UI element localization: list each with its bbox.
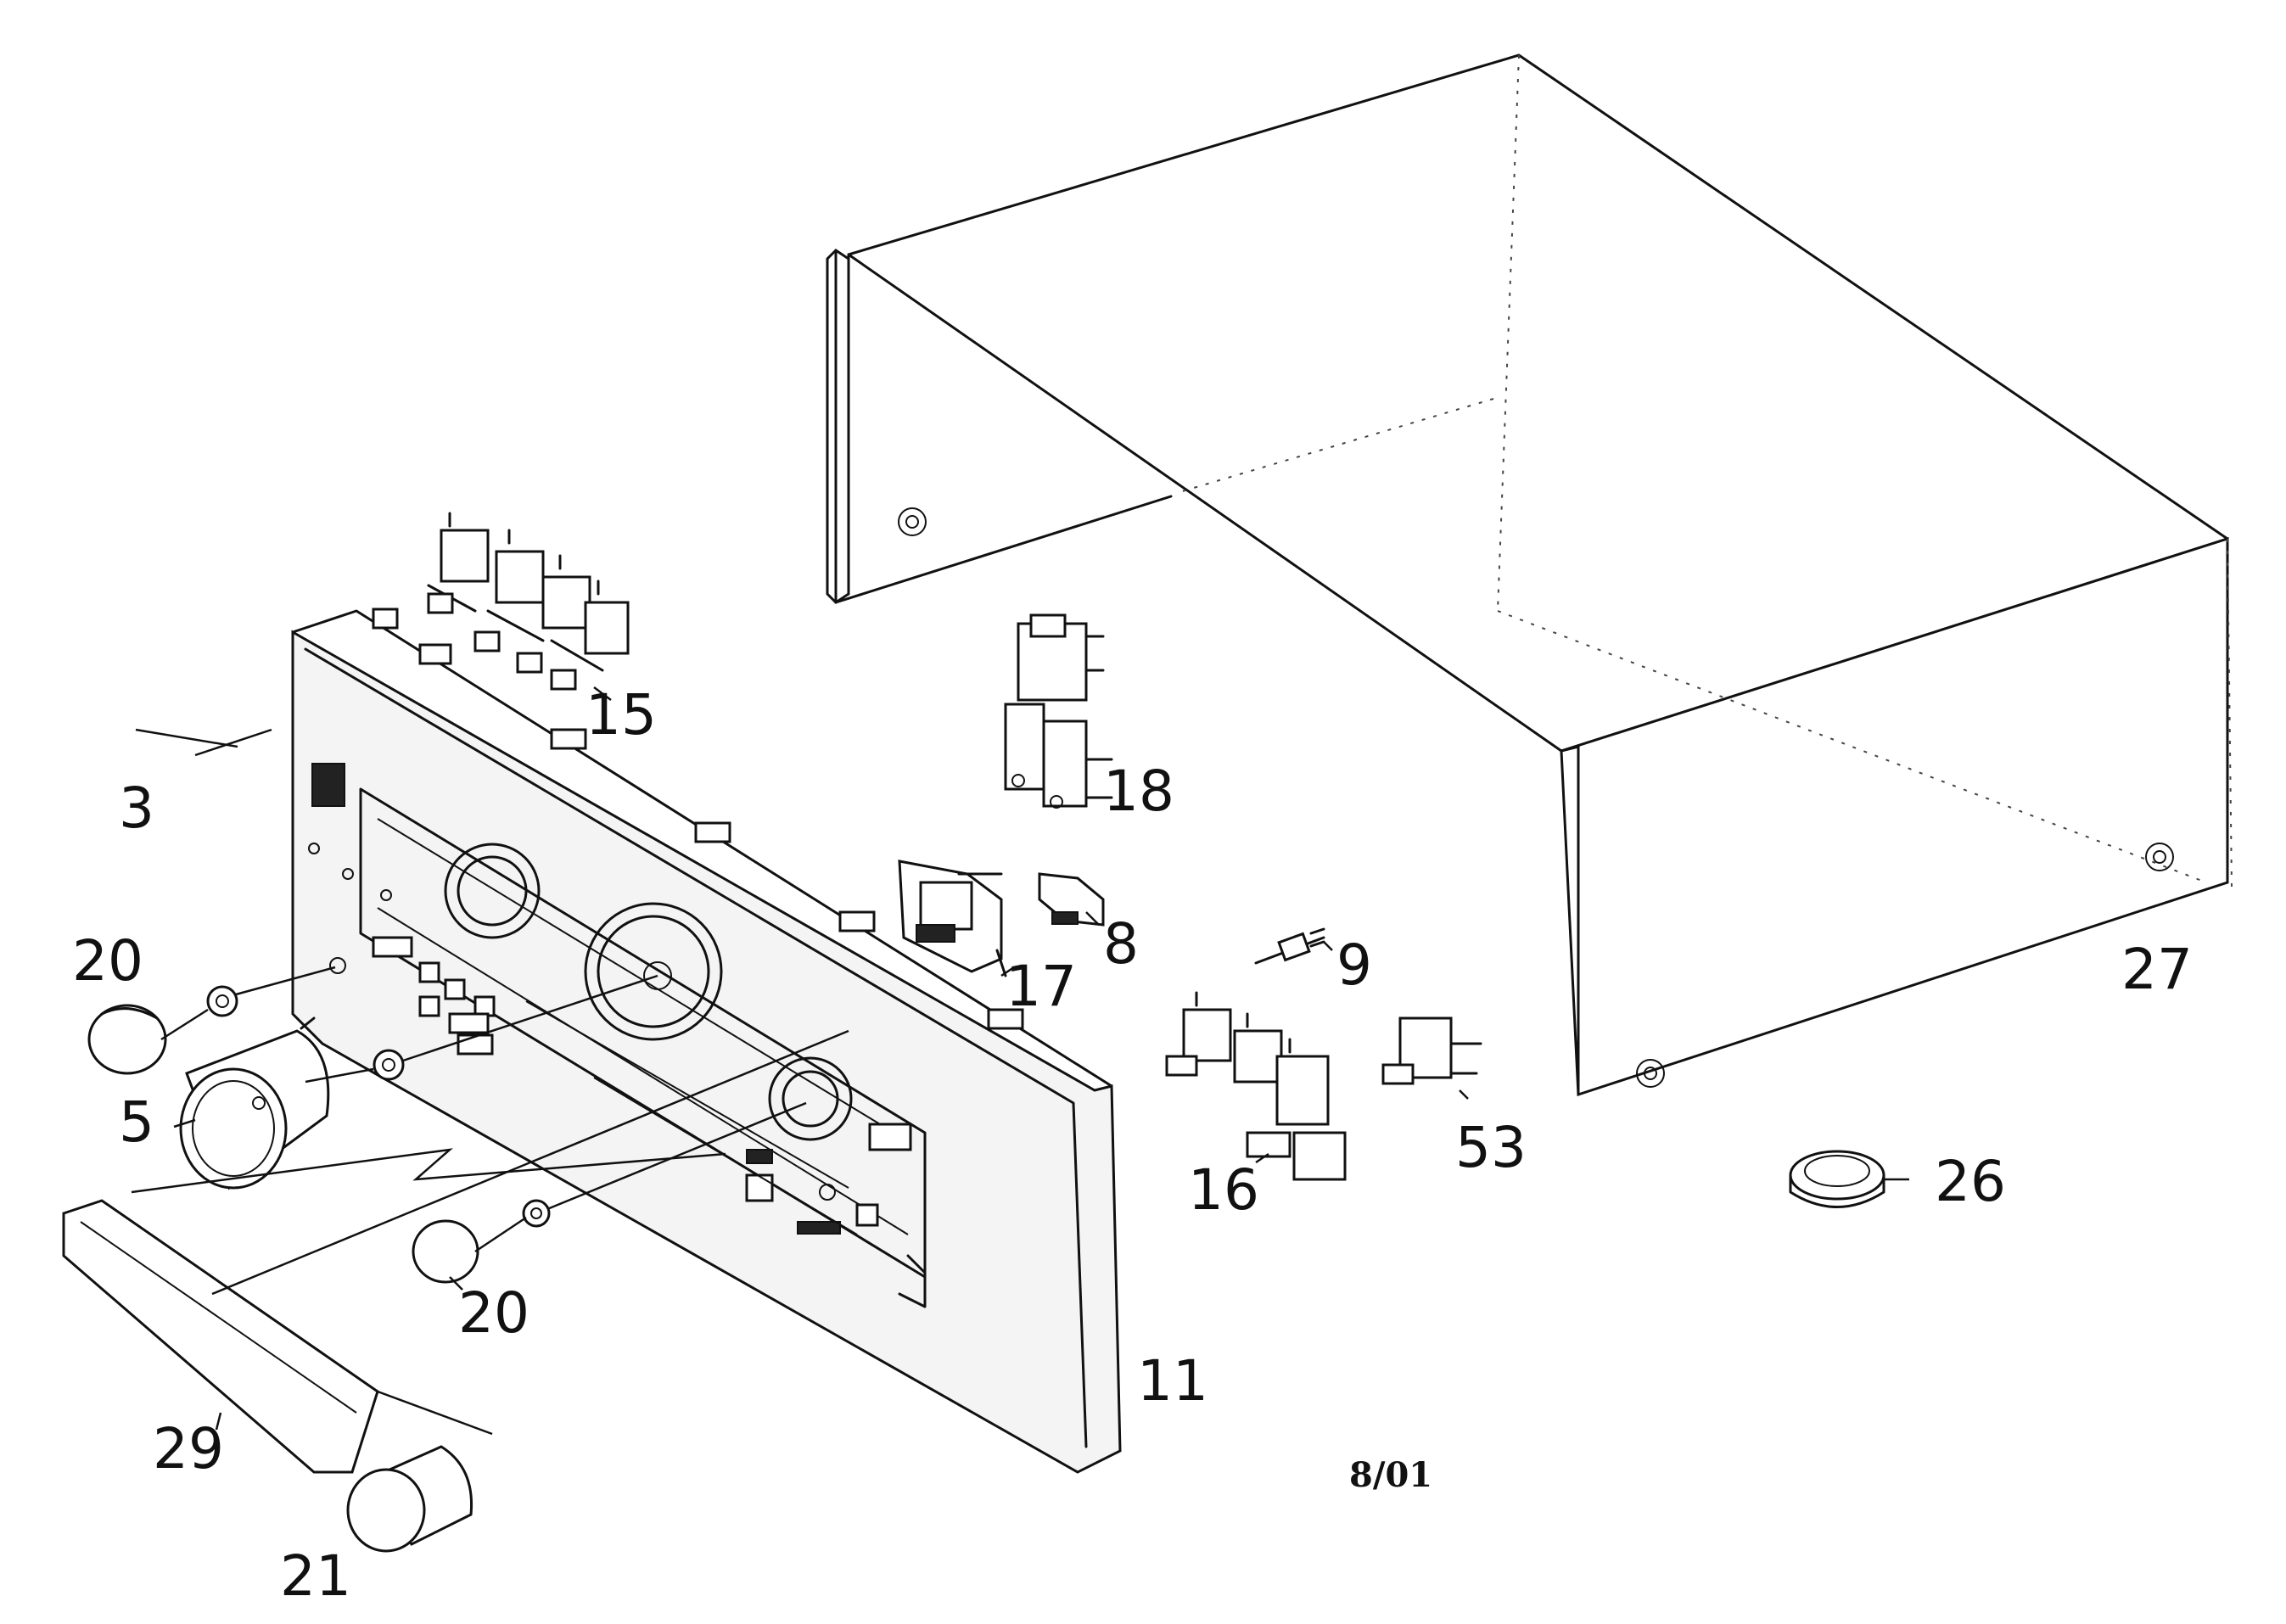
label-part-53: 53 [1455, 1115, 1527, 1180]
front-panel [291, 608, 1122, 1474]
switch-53 [1381, 1016, 1482, 1085]
label-part-20-lower: 20 [458, 1280, 529, 1346]
nut-lower [522, 1199, 551, 1228]
label-part-26: 26 [1935, 1149, 2006, 1214]
switch-assembly-16 [1165, 991, 1347, 1181]
label-part-27: 27 [2121, 937, 2193, 1002]
label-part-15: 15 [586, 682, 657, 748]
knob-20-upper [87, 1004, 167, 1075]
label-part-9: 9 [1336, 932, 1372, 998]
label-part-16: 16 [1188, 1157, 1259, 1223]
label-part-20-upper: 20 [72, 928, 143, 994]
label-part-18: 18 [1103, 759, 1174, 824]
label-part-3: 3 [119, 776, 154, 841]
switch-assembly-17 [898, 860, 1007, 977]
date-stamp: 8/01 [1349, 1455, 1432, 1495]
leader-lines [131, 686, 1909, 1436]
label-part-5: 5 [119, 1089, 154, 1155]
foot-26 [1789, 1150, 1885, 1208]
cabinet-cover [826, 53, 2233, 1097]
nut-middle [373, 1049, 405, 1081]
label-part-29: 29 [153, 1416, 224, 1481]
nut-upper [206, 985, 238, 1017]
knob-20-lower [412, 1219, 479, 1284]
knob-5 [179, 1016, 330, 1190]
panel-29 [62, 1199, 379, 1474]
label-part-21: 21 [280, 1543, 351, 1609]
label-part-8: 8 [1103, 911, 1139, 977]
label-part-17: 17 [1006, 954, 1077, 1019]
switch-assembly-15 [427, 512, 630, 691]
connector-pin-9 [1254, 927, 1325, 965]
switch-assembly-18 [1004, 613, 1113, 809]
bracket-8 [1038, 872, 1105, 927]
knob-21 [346, 1445, 473, 1553]
label-part-11: 11 [1137, 1348, 1208, 1414]
